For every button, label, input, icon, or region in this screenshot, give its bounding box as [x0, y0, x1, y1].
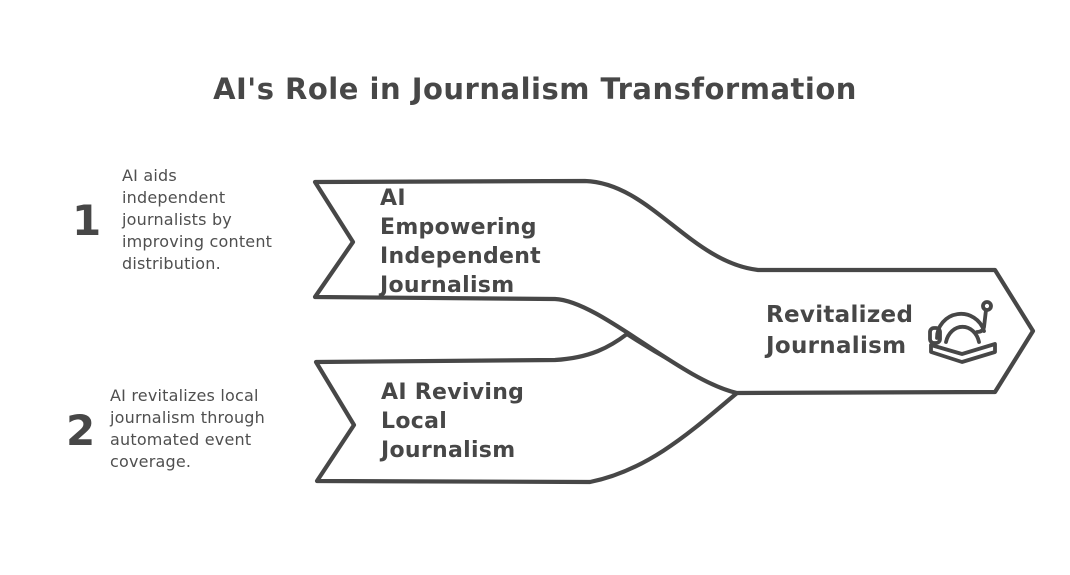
step-2-description: AI revitalizes local journalism through …: [110, 386, 265, 471]
ai-headset-open-book-icon: [928, 300, 997, 364]
page-title: AI's Role in Journalism Transformation: [213, 72, 857, 106]
output-label: Revitalized Journalism: [766, 302, 914, 359]
step-2-number: 2: [66, 406, 96, 455]
ear-cup-icon: [928, 326, 942, 345]
antenna-icon: [975, 308, 988, 334]
antenna-ball-icon: [981, 300, 993, 312]
top-flow-ribbon-and-output-arrow-shape: [312, 178, 1036, 396]
step-1-description: AI aids independent journalists by impro…: [122, 166, 273, 273]
step-1-number: 1: [72, 196, 102, 245]
step-1-banner-label: AI Empowering Independent Journalism: [380, 186, 541, 298]
head-dome-icon: [944, 324, 981, 344]
step-2-banner-label: AI Reviving Local Journalism: [381, 380, 525, 463]
open-book-icon: [929, 342, 997, 364]
